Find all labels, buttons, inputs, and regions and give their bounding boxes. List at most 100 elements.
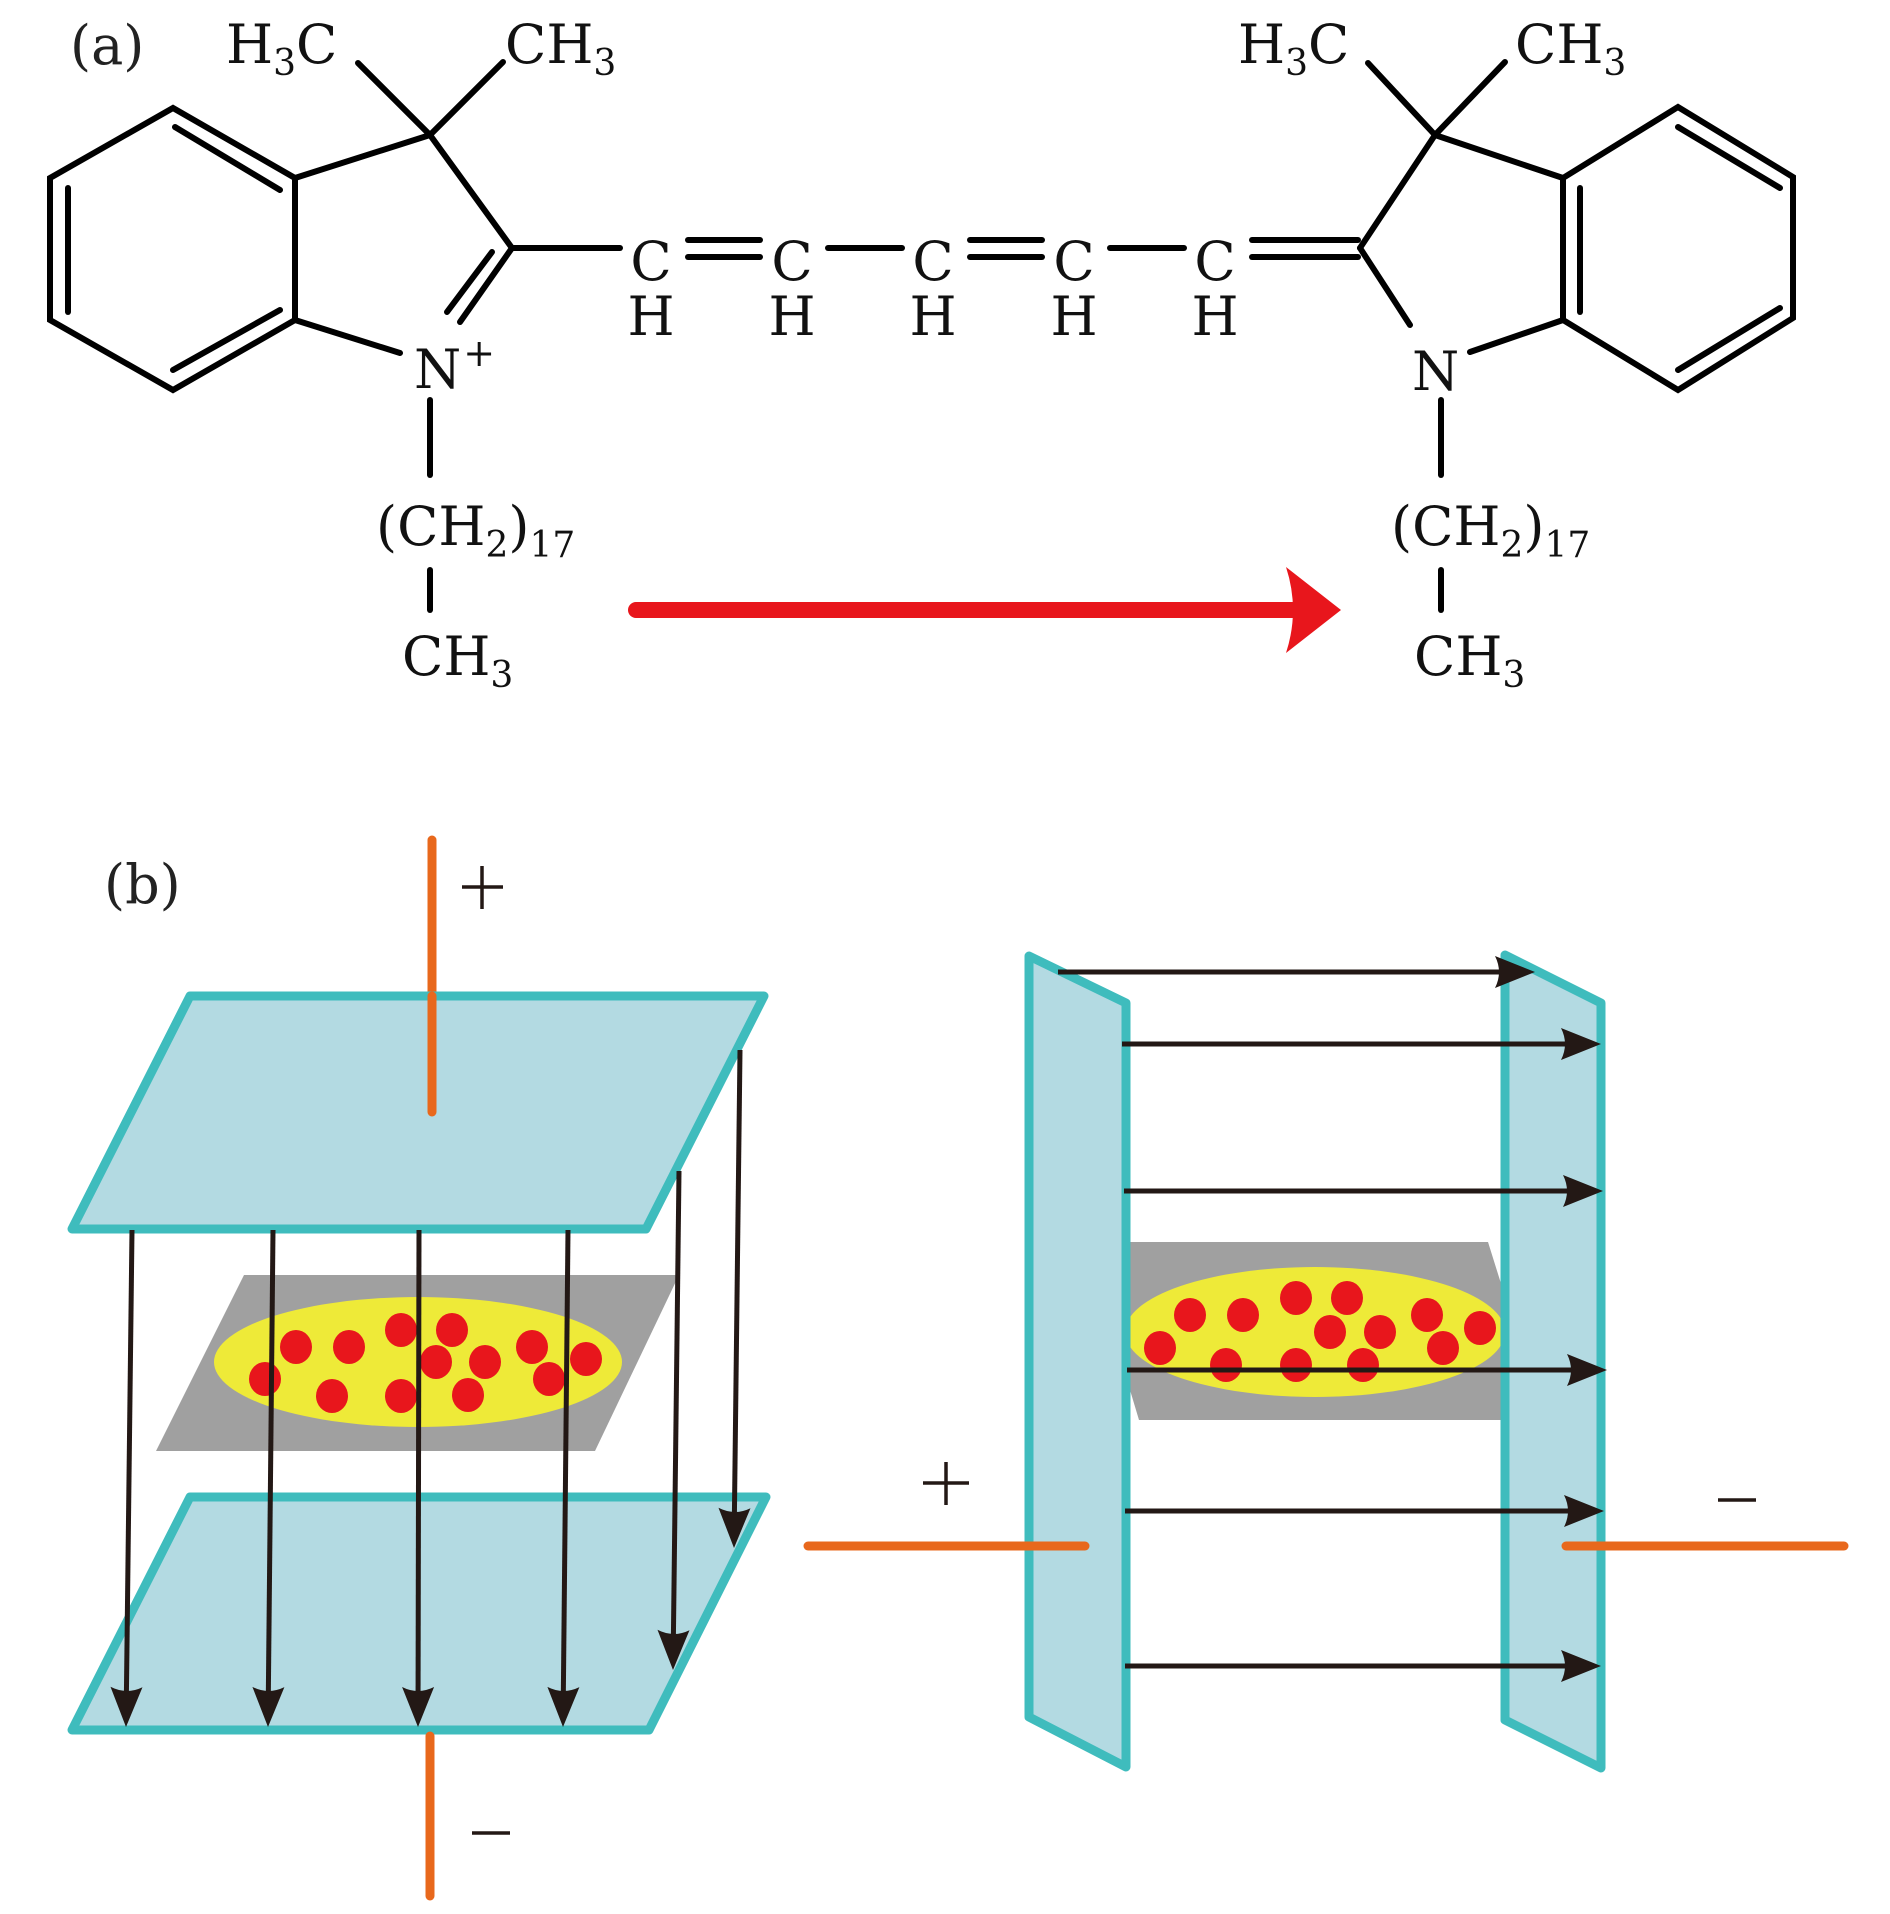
particle bbox=[280, 1330, 312, 1364]
right-methyl-bond bbox=[1432, 59, 1508, 138]
field-line-arrowhead bbox=[1564, 1495, 1604, 1527]
particle bbox=[1364, 1315, 1396, 1349]
chain-hydrogen: H bbox=[1191, 285, 1238, 348]
field-line-arrowhead bbox=[110, 1686, 143, 1727]
particle bbox=[1210, 1348, 1242, 1382]
top-capacitor-plate bbox=[67, 991, 769, 1234]
left-benzene-double-bond bbox=[172, 124, 283, 193]
left-benzene-ring bbox=[47, 104, 298, 394]
right-ring-bond bbox=[1357, 245, 1413, 328]
particle bbox=[316, 1379, 348, 1413]
chain-carbon: C bbox=[1194, 230, 1235, 293]
right-benzene-ring bbox=[1560, 103, 1796, 394]
particle bbox=[385, 1313, 417, 1347]
vertical-capacitor bbox=[803, 950, 1849, 1773]
plus-sign-top bbox=[462, 866, 503, 909]
field-line-arrowhead bbox=[1495, 956, 1535, 988]
reaction-arrow bbox=[628, 567, 1341, 653]
field-line bbox=[670, 1170, 682, 1639]
panel-b-label: (b) bbox=[104, 853, 181, 916]
chain-carbon: C bbox=[912, 230, 953, 293]
particle bbox=[420, 1345, 452, 1379]
field-lines bbox=[1058, 956, 1607, 1682]
field-line bbox=[123, 1229, 135, 1696]
chain-carbon: C bbox=[1053, 230, 1094, 293]
particles bbox=[1144, 1281, 1496, 1382]
field-line-arrowhead bbox=[657, 1629, 690, 1670]
polymethine-chain: C H C H C H C H C H bbox=[509, 230, 1361, 348]
particle bbox=[1144, 1331, 1176, 1365]
right-h3c-label: H3C bbox=[1238, 13, 1349, 84]
right-capacitor-plate bbox=[1500, 950, 1606, 1773]
field-line bbox=[415, 1229, 422, 1696]
field-line-arrowhead bbox=[402, 1686, 435, 1727]
right-ch3-label: CH3 bbox=[1515, 13, 1626, 84]
particle bbox=[249, 1362, 281, 1396]
particle bbox=[1347, 1348, 1379, 1382]
horizontal-capacitor bbox=[67, 835, 771, 1901]
field-line-arrowhead bbox=[1563, 1175, 1603, 1207]
particle bbox=[516, 1330, 548, 1364]
right-ring-bond bbox=[1432, 132, 1566, 181]
particle bbox=[452, 1378, 484, 1412]
field-line-arrowhead bbox=[718, 1507, 751, 1548]
left-indolium: H3C CH3 N+ (CH2)17 CH3 bbox=[47, 13, 616, 696]
reaction-arrow-head bbox=[1286, 567, 1341, 653]
left-ch3-label: CH3 bbox=[505, 13, 616, 84]
left-h3c-label: H3C bbox=[226, 13, 337, 84]
chain-carbon: C bbox=[630, 230, 671, 293]
left-ring-double-bond bbox=[444, 249, 495, 315]
particle bbox=[1411, 1298, 1443, 1332]
panel-b: (b) bbox=[67, 835, 1849, 1901]
right-methyl-bond bbox=[1365, 60, 1438, 138]
particle bbox=[570, 1342, 602, 1376]
particle bbox=[469, 1345, 501, 1379]
field-line-arrowhead bbox=[1561, 1650, 1601, 1682]
right-terminal-label: CH3 bbox=[1414, 625, 1525, 696]
left-capacitor-plate bbox=[1024, 951, 1131, 1772]
chain-carbon: C bbox=[771, 230, 812, 293]
left-ring-bond bbox=[292, 317, 403, 356]
panel-a-label: (a) bbox=[70, 14, 144, 77]
particle bbox=[1314, 1315, 1346, 1349]
particle bbox=[533, 1362, 565, 1396]
particle bbox=[333, 1330, 365, 1364]
particle bbox=[385, 1379, 417, 1413]
chain-hydrogen: H bbox=[1050, 285, 1097, 348]
panel-a: (a) H3C CH3 N+ (CH2)17 CH3 bbox=[47, 13, 1796, 696]
right-benzene-double-bond bbox=[1675, 305, 1783, 373]
field-line-arrowhead bbox=[1567, 1354, 1607, 1386]
particle bbox=[1427, 1331, 1459, 1365]
chain-hydrogen: H bbox=[909, 285, 956, 348]
left-methyl-bond bbox=[427, 59, 506, 138]
right-ring-bond bbox=[1467, 317, 1566, 355]
particle bbox=[1331, 1281, 1363, 1315]
left-ring-bond bbox=[457, 245, 515, 325]
field-line bbox=[731, 1049, 743, 1517]
left-benzene-double-bond bbox=[170, 307, 283, 373]
left-chain-label: (CH2)17 bbox=[376, 495, 575, 566]
particle bbox=[1174, 1298, 1206, 1332]
chain-hydrogen: H bbox=[627, 285, 674, 348]
right-benzene-double-bond bbox=[1675, 124, 1783, 191]
particle bbox=[1280, 1281, 1312, 1315]
particle bbox=[1227, 1298, 1259, 1332]
left-methyl-bond bbox=[355, 60, 433, 138]
right-chain-label: (CH2)17 bbox=[1391, 495, 1590, 566]
field-lines bbox=[110, 1049, 751, 1727]
left-nitrogen-label: N+ bbox=[414, 331, 495, 401]
field-line-arrowhead bbox=[252, 1686, 285, 1727]
field-line-arrowhead bbox=[547, 1686, 580, 1727]
particle bbox=[1280, 1348, 1312, 1382]
field-line bbox=[560, 1229, 571, 1696]
right-indoline: H3C CH3 N (CH2)17 CH3 bbox=[1238, 13, 1796, 696]
left-ring-bond bbox=[292, 132, 433, 181]
particle bbox=[436, 1313, 468, 1347]
right-ring-bond bbox=[1357, 132, 1438, 251]
film-group bbox=[1127, 1267, 1503, 1397]
plus-sign-left bbox=[923, 1462, 969, 1505]
chain-hydrogen: H bbox=[768, 285, 815, 348]
particle bbox=[1464, 1311, 1496, 1345]
field-line bbox=[265, 1229, 276, 1696]
